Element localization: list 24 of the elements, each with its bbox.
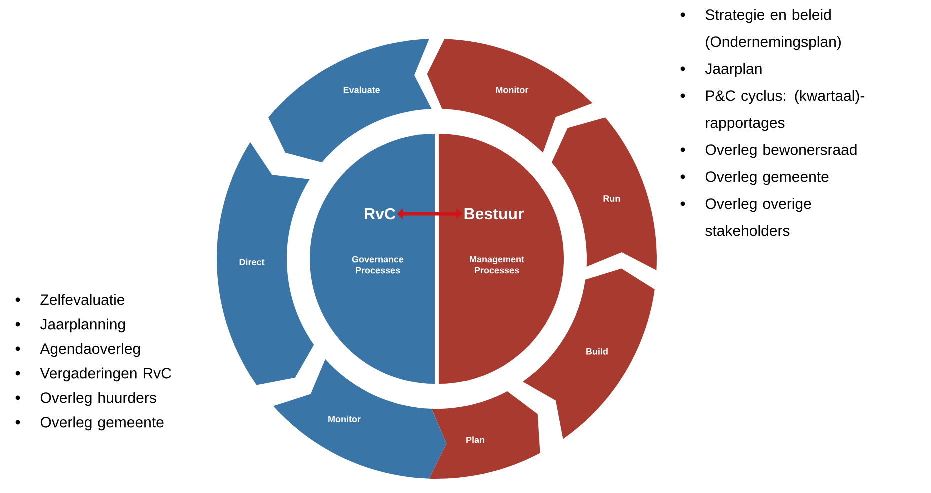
ring-segment: Direct [217, 142, 314, 386]
ring-segment: Run [552, 118, 657, 271]
ring-segment: Plan [429, 391, 540, 479]
ring-segment: Monitor [427, 39, 593, 153]
heading-text: Bestuur [464, 208, 524, 220]
bullet-item: Overleg huurders [40, 392, 156, 406]
bullet-item: P&C cyclus: (kwartaal)-rapportages [706, 90, 865, 132]
bullet-item: Jaarplanning [40, 318, 126, 333]
bullet-item: Overleg overige stakeholders [706, 198, 812, 236]
bullet-item: Overleg gemeente [40, 416, 164, 431]
bullet-item: Vergaderingen RvC [40, 368, 172, 382]
heading-text: RvC [365, 208, 396, 220]
node-label: Monitor [328, 416, 361, 423]
ring-segment: Build [523, 268, 655, 440]
node-label: Build [586, 348, 608, 355]
bullet-item: Strategie en beleid (Ondernemingsplan) [706, 9, 841, 50]
ring-segment: Evaluate [268, 39, 432, 163]
bullet-item: Agendaoverleg [40, 343, 140, 358]
ring-segment: Monitor [274, 359, 447, 479]
bullet-item: Overleg bewonersraad [706, 144, 857, 158]
bullet-item: Overleg gemeente [706, 171, 829, 186]
bullet-item: Jaarplan [705, 63, 762, 78]
node-label: Monitor [496, 86, 529, 94]
bullet-item: Zelfevaluatie [40, 294, 125, 306]
